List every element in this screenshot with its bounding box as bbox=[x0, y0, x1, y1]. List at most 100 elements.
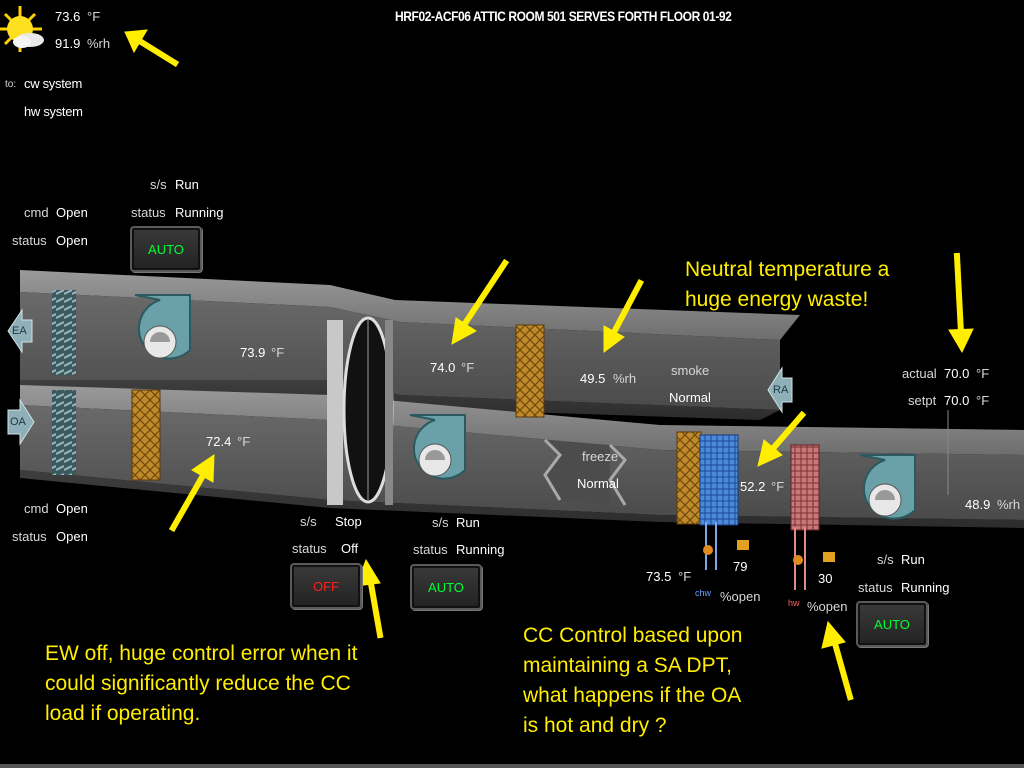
to-label: to: bbox=[5, 79, 17, 90]
supply-fan-1-mode-button[interactable]: AUTO bbox=[410, 564, 482, 610]
outside-damper-status-value: Open bbox=[56, 529, 88, 544]
space-setpt-value: 70.0 bbox=[944, 393, 970, 408]
hw-valve-unit: %open bbox=[807, 599, 848, 614]
return-duct bbox=[20, 270, 800, 420]
annotation-line: huge energy waste! bbox=[685, 288, 869, 311]
space-setpt-label: setpt bbox=[908, 393, 937, 408]
cw-system-link[interactable]: cw system bbox=[24, 76, 82, 91]
return-fan-icon bbox=[134, 294, 191, 360]
oa-filter bbox=[131, 389, 161, 481]
annotation-cc-control: CC Control based upon maintaining a SA D… bbox=[523, 621, 742, 741]
ra-arrow-icon bbox=[767, 366, 793, 414]
supply-fan-2-mode-button[interactable]: AUTO bbox=[856, 601, 928, 647]
exhaust-damper-cmd-label: cmd bbox=[24, 205, 49, 220]
hw-coil bbox=[790, 444, 820, 531]
chw-valve-piping bbox=[703, 522, 749, 570]
supply-fan-2-status-label: status bbox=[858, 580, 893, 595]
supply-fan-1-status-value: Running bbox=[456, 542, 505, 557]
chw-valve-open-value: 79 bbox=[733, 559, 748, 574]
exhaust-damper-cmd-value: Open bbox=[56, 205, 88, 220]
cc-leaving-temp-value: 52.2 bbox=[740, 479, 766, 494]
return-fan-mode-button[interactable]: AUTO bbox=[130, 226, 202, 272]
annotation-arrows bbox=[124, 29, 974, 701]
exhaust-damper bbox=[52, 290, 76, 375]
outdoor-temp-value: 73.6 bbox=[55, 9, 81, 24]
oa-label: OA bbox=[10, 416, 26, 428]
return-temp-unit: °F bbox=[461, 360, 475, 375]
space-actual-value: 70.0 bbox=[944, 366, 970, 381]
energy-wheel-ss-label: s/s bbox=[300, 514, 317, 529]
energy-wheel-ss-value: Stop bbox=[335, 514, 362, 529]
supply-fan-1-icon bbox=[409, 414, 466, 480]
exhaust-temp-value: 73.9 bbox=[240, 345, 266, 360]
outside-damper-status-label: status bbox=[12, 529, 47, 544]
return-fan-status-label: status bbox=[131, 205, 166, 220]
supply-rh-unit: %rh bbox=[997, 497, 1021, 512]
annotation-line: Neutral temperature a bbox=[685, 258, 890, 281]
hw-valve-piping bbox=[793, 527, 835, 590]
supply-fan-2-status-value: Running bbox=[901, 580, 950, 595]
return-fan-ss-label: s/s bbox=[150, 177, 167, 192]
annotation-line: could significantly reduce the CC bbox=[45, 672, 351, 695]
return-filter bbox=[515, 324, 545, 418]
hw-label: hw bbox=[788, 598, 800, 608]
arrow-outdoor-conditions bbox=[124, 29, 180, 68]
oa-temp-value: 72.4 bbox=[206, 434, 232, 449]
hw-valve-open-value: 30 bbox=[818, 571, 833, 586]
hw-system-link[interactable]: hw system bbox=[24, 104, 83, 119]
annotation-line: EW off, huge control error when it bbox=[45, 642, 358, 665]
mixed-temp-value: 73.5 bbox=[646, 569, 672, 584]
smoke-label: smoke bbox=[671, 363, 710, 378]
cc-leaving-temp-unit: °F bbox=[771, 479, 785, 494]
mixed-temp-unit: °F bbox=[678, 569, 692, 584]
arrow-return-temp bbox=[451, 258, 510, 345]
outdoor-temp-unit: °F bbox=[87, 9, 101, 24]
supply-fan-2-ss-value: Run bbox=[901, 552, 925, 567]
supply-fan-1-status-label: status bbox=[413, 542, 448, 557]
chw-valve-unit: %open bbox=[720, 589, 761, 604]
supply-rh-value: 48.9 bbox=[965, 497, 991, 512]
duct-break bbox=[543, 438, 627, 506]
arrow-hw-valve bbox=[821, 620, 854, 701]
annotation-ew-off: EW off, huge control error when it could… bbox=[45, 639, 357, 729]
supply-filter bbox=[676, 431, 702, 525]
return-temp-value: 74.0 bbox=[430, 360, 456, 375]
space-setpt-unit: °F bbox=[976, 393, 990, 408]
supply-fan-2-icon bbox=[859, 454, 916, 520]
annotation-line: what happens if the OA bbox=[523, 684, 742, 707]
energy-wheel-mode-button[interactable]: OFF bbox=[290, 563, 362, 609]
outdoor-rh-value: 91.9 bbox=[55, 36, 81, 51]
smoke-value: Normal bbox=[669, 390, 711, 405]
exhaust-damper-status-label: status bbox=[12, 233, 47, 248]
supply-fan-2-ss-label: s/s bbox=[877, 552, 894, 567]
exhaust-temp-unit: °F bbox=[271, 345, 285, 360]
annotation-neutral-temp: Neutral temperature a huge energy waste! bbox=[685, 255, 889, 315]
annotation-line: is hot and dry ? bbox=[523, 714, 667, 737]
supply-duct bbox=[20, 385, 1024, 528]
freeze-value: Normal bbox=[577, 476, 619, 491]
supply-fan-1-ss-value: Run bbox=[456, 515, 480, 530]
space-actual-label: actual bbox=[902, 366, 937, 381]
return-rh-unit: %rh bbox=[613, 371, 637, 386]
return-fan-ss-value: Run bbox=[175, 177, 199, 192]
annotation-line: CC Control based upon bbox=[523, 624, 743, 647]
oa-arrow-icon bbox=[7, 398, 35, 446]
freeze-label: freeze bbox=[582, 449, 619, 464]
return-rh-value: 49.5 bbox=[580, 371, 606, 386]
annotation-line: maintaining a SA DPT, bbox=[523, 654, 732, 677]
arrow-return-rh bbox=[603, 278, 645, 353]
ra-label: RA bbox=[773, 384, 789, 396]
ea-arrow-icon bbox=[7, 308, 33, 354]
energy-wheel-status-value: Off bbox=[341, 541, 359, 556]
outside-damper-cmd-value: Open bbox=[56, 501, 88, 516]
energy-wheel bbox=[327, 316, 394, 505]
exhaust-damper-status-value: Open bbox=[56, 233, 88, 248]
arrow-space-temp bbox=[948, 252, 974, 354]
return-fan-status-value: Running bbox=[175, 205, 224, 220]
arrow-cc-leaving bbox=[757, 410, 807, 467]
chw-label: chw bbox=[695, 588, 712, 598]
space-actual-unit: °F bbox=[976, 366, 990, 381]
ea-label: EA bbox=[12, 325, 27, 337]
energy-wheel-status-label: status bbox=[292, 541, 327, 556]
